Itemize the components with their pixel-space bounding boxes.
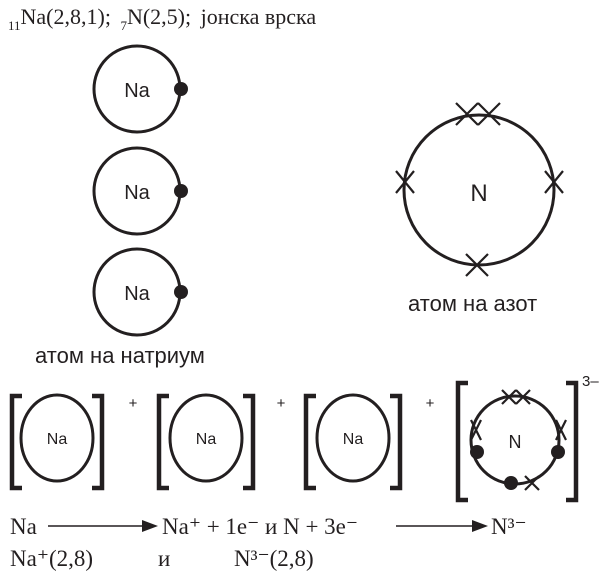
arrow-2 [396,520,488,532]
na-symbol: Na [47,431,68,448]
electron-dot [174,82,188,96]
conjunction: и [158,546,170,571]
n-symbol: N [470,180,487,207]
na-ion-config: Na⁺(2,8) [10,546,93,571]
equation-na: Na [10,514,37,539]
arrow-1 [48,520,158,532]
electron-dot [174,285,188,299]
electron-crosses [395,102,564,277]
sodium-atom-1: Na [92,44,188,134]
na-symbol: Na [124,182,150,204]
plus-sign: + [129,395,138,412]
n-symbol: N [509,432,522,452]
na-symbol: Na [196,431,217,448]
sodium-ion-3: Na [303,393,403,491]
nitrogen-atom-label: атом на азот [408,291,537,316]
nitride-ion: N [455,380,579,503]
title: 11Na(2,8,1); 7N(2,5); јонска врска [8,4,316,33]
nitrogen-atom: N [395,102,564,277]
ion-charge: 3– [582,373,599,390]
na-symbol: Na [343,431,364,448]
electron-dot [174,184,188,198]
sodium-atom-3: Na [92,247,188,337]
sodium-atom-label: атом на натриум [35,343,205,368]
na-symbol: Na [124,80,150,102]
sodium-atom-2: Na [92,146,188,236]
n-ion-config: N³⁻(2,8) [234,546,314,571]
sodium-ion-1: Na [9,393,105,491]
na-symbol: Na [124,283,150,305]
sodium-ion-2: Na [156,393,256,491]
equation-n3: N³⁻ [491,514,527,539]
plus-sign: + [277,395,286,412]
equation-middle: Na⁺ + 1e⁻ и N + 3e⁻ [162,514,358,539]
plus-sign: + [426,395,435,412]
